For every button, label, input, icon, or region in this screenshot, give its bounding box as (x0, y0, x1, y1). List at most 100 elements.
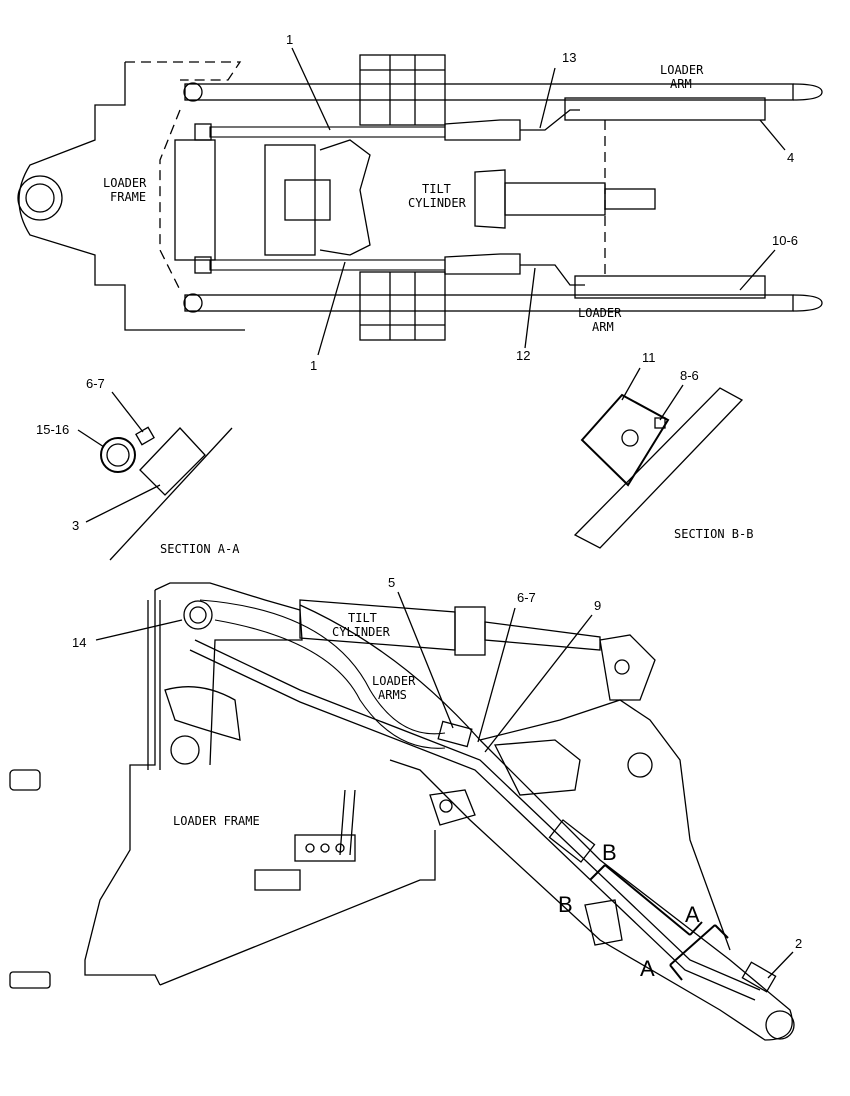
section-a-title: SECTION A-A (160, 542, 240, 556)
callout-10-6: 10-6 (772, 233, 798, 248)
arm-end-fitting (741, 961, 777, 993)
section-marker-a-top: A (685, 902, 700, 927)
callout-5: 5 (388, 575, 395, 590)
section-a-cut-line (669, 924, 716, 966)
arm-window (493, 739, 581, 796)
upper-arm-pin-left (183, 82, 203, 102)
top-loader-frame-line2: FRAME (110, 190, 146, 204)
arm-tube-upper (194, 639, 761, 991)
callout-6-7-a: 6-7 (86, 376, 105, 391)
section-b-bolt (654, 417, 666, 429)
lower-arm-plate (574, 275, 766, 299)
valve-block (294, 834, 356, 862)
callout-2: 2 (795, 936, 802, 951)
tilt-cylinder-head (474, 169, 506, 229)
tube-clamp (548, 819, 596, 863)
section-a (100, 426, 233, 561)
top-tilt-cylinder-line1: TILT (422, 182, 451, 196)
section-a-clip-inner (106, 443, 130, 467)
center-bracket (319, 139, 371, 256)
tilt-cylinder-body (504, 182, 606, 216)
callout-6-7-side: 6-7 (517, 590, 536, 605)
loader-arm-upper-edge (479, 699, 731, 951)
frame-lower-pin (170, 735, 200, 765)
section-marker-b-left: B (558, 892, 573, 917)
loader-frame-bottom (159, 830, 436, 986)
upper-arm-end (792, 83, 823, 101)
callout-3: 3 (72, 518, 79, 533)
upper-hose (209, 126, 446, 138)
side-loader-arms-line2: ARMS (378, 688, 407, 702)
section-a-arrow-2 (669, 964, 683, 981)
section-b-hole (621, 429, 639, 447)
side-loader-arms-line1: LOADER (372, 674, 416, 688)
callout-1-top: 1 (286, 32, 293, 47)
upper-hose-fitting (444, 119, 521, 141)
section-b-title: SECTION B-B (674, 527, 753, 541)
arm-pivot (627, 752, 653, 778)
callout-15-16: 15-16 (36, 422, 69, 437)
arm-tube-lower (189, 649, 756, 1001)
hydraulic-hose-outer (199, 599, 446, 735)
top-tilt-cylinder-line2: CYLINDER (408, 196, 467, 210)
section-b-arm-edge (573, 387, 744, 549)
upper-arm-bracket (359, 54, 446, 126)
callout-9: 9 (594, 598, 601, 613)
tilt-cylinder-rod (484, 621, 601, 651)
lower-arm-pin-left (183, 293, 203, 313)
cylinder-mount (284, 179, 331, 221)
frame-pivot-inner (25, 183, 55, 213)
loader-frame-left (84, 590, 161, 986)
frame-pivot-outer (17, 175, 63, 221)
frame-cutout (164, 686, 241, 741)
section-a-clip-outer (100, 437, 136, 473)
lower-hose (209, 259, 446, 271)
section-b-block (580, 393, 670, 487)
arm-lower-bracket (584, 899, 623, 946)
upper-loader-arm-bar (184, 83, 794, 101)
bottom-loader-arm-line2: ARM (592, 320, 614, 334)
arm-tip-pin (765, 1010, 795, 1040)
section-marker-a-bottom: A (640, 956, 655, 981)
top-loader-arm-line2: ARM (670, 77, 692, 91)
pivot-fitting (183, 600, 213, 630)
frame-inner-dashed (159, 109, 181, 291)
section-b-arrow-1 (589, 864, 606, 881)
callout-12: 12 (516, 348, 530, 363)
lower-arm-end (792, 294, 823, 312)
lower-tube-12 (520, 264, 585, 286)
section-marker-b-top: B (602, 840, 617, 865)
side-view (9, 582, 795, 1041)
frame-bottom-stub (9, 971, 51, 989)
callout-13: 13 (562, 50, 576, 65)
section-a-arrow-1 (714, 924, 729, 939)
lower-loader-arm-bar (184, 294, 794, 312)
callout-14: 14 (72, 635, 86, 650)
callout-1-bottom: 1 (310, 358, 317, 373)
loader-frame-top (154, 582, 303, 766)
side-tilt-cylinder-line1: TILT (348, 611, 377, 625)
loader-frame-outline (125, 61, 242, 81)
frame-left-stub (9, 769, 41, 791)
upper-tube-13 (520, 109, 580, 131)
tilt-cylinder-rod (604, 188, 656, 210)
valve-mount (254, 869, 301, 891)
section-b-arrow-2 (689, 921, 703, 936)
upper-arm-plate (564, 97, 766, 121)
callout-4: 4 (787, 150, 794, 165)
top-loader-frame-line1: LOADER (103, 176, 147, 190)
side-loader-frame: LOADER FRAME (173, 814, 260, 828)
tilt-link (599, 634, 656, 701)
hydraulic-hose-inner (214, 619, 446, 749)
tilt-cylinder-gland (454, 606, 486, 656)
section-a-arm-edge (109, 427, 233, 561)
top-loader-arm-line1: LOADER (660, 63, 704, 77)
side-tilt-cylinder-line2: CYLINDER (332, 625, 391, 639)
hose-fitting (437, 720, 473, 748)
lower-hose-fitting (444, 253, 521, 275)
bottom-loader-arm-line1: LOADER (578, 306, 622, 320)
section-b-cut-line (604, 864, 691, 936)
callout-8-6: 8-6 (680, 368, 699, 383)
lower-arm-bracket (359, 271, 446, 341)
